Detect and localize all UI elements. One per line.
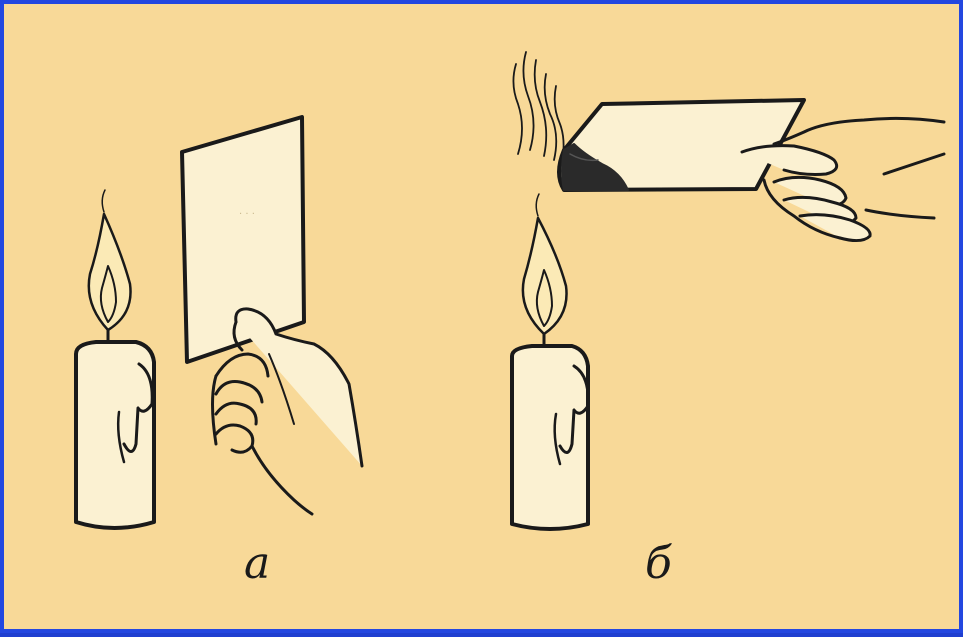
candle-icon xyxy=(512,334,588,529)
illustration-canvas: . . . xyxy=(4,4,963,637)
panel-a-label: а xyxy=(244,542,270,586)
flame-icon xyxy=(523,194,567,334)
panel-b xyxy=(512,52,944,529)
hand-icon xyxy=(213,309,363,514)
panel-b-label: б xyxy=(645,542,672,586)
candle-icon xyxy=(76,330,154,528)
flame-icon xyxy=(89,190,131,330)
smoke-icon xyxy=(513,52,563,162)
panel-a: . . . xyxy=(76,117,362,528)
svg-text:. . .: . . . xyxy=(239,206,255,217)
